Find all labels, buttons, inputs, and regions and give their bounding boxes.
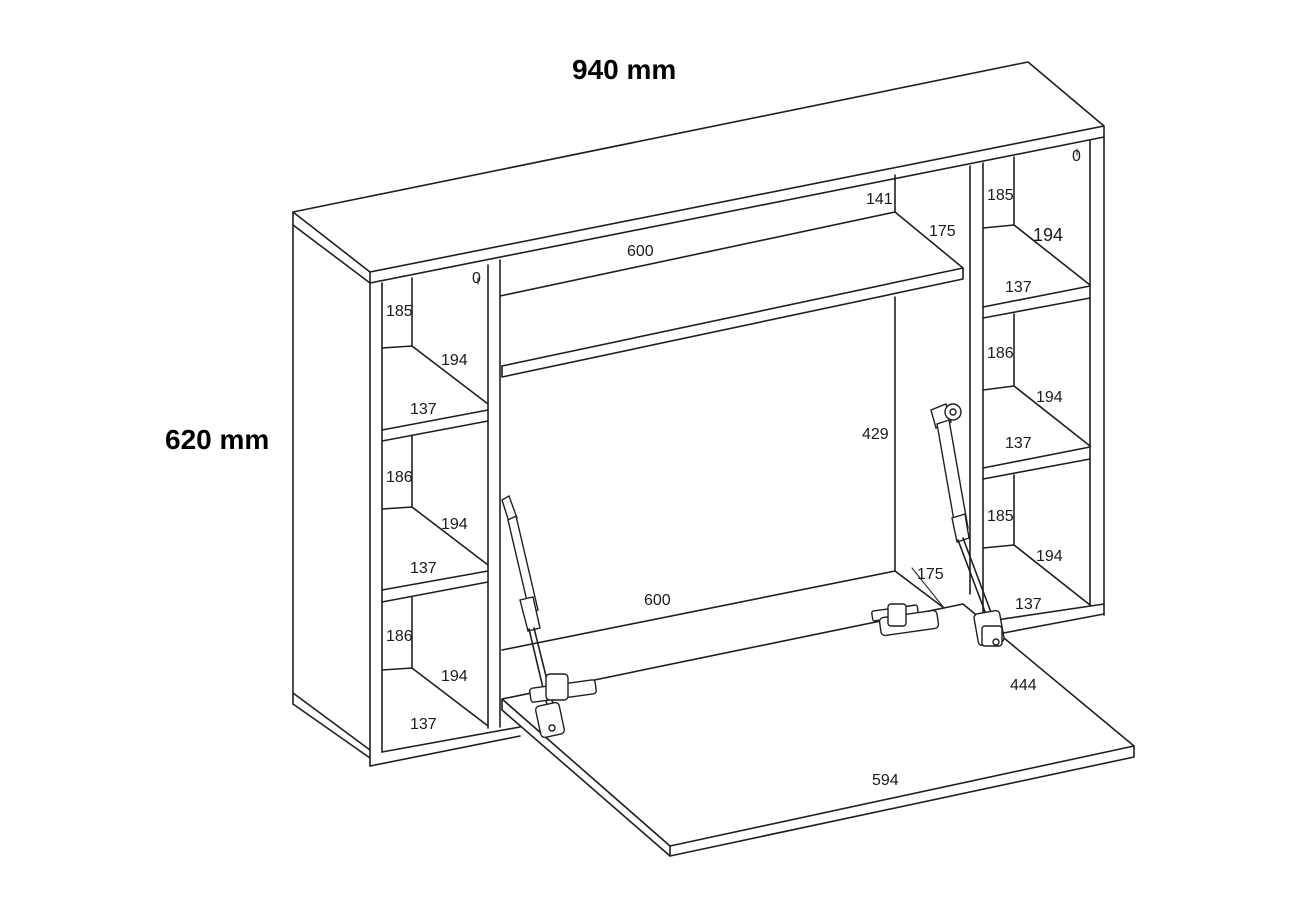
left-cubby-2-height: 186 [386,469,413,486]
right-cubby-3-height: 185 [987,508,1014,525]
center-hinge [871,603,940,637]
top-board [292,61,1105,284]
left-cubby-3-height: 186 [386,628,413,645]
right-cubby-2-height: 186 [987,345,1014,362]
flap-width-label: 594 [872,772,899,789]
overall-height-label: 620 mm [165,424,269,455]
right-cubby-1-width: 137 [1005,279,1032,296]
left-side-panel [292,224,521,767]
desk-back-cavity [501,296,945,651]
right-hinge [973,609,1005,647]
left-cubby-1-height: 185 [386,303,413,320]
desk-width-label: 600 [644,592,671,609]
overall-width-label: 940 mm [572,54,676,85]
top-shelf-height-label: 141 [866,191,893,208]
right-shelf-column [969,136,1105,635]
left-cubby-2-width: 137 [410,560,437,577]
top-shelf-width-label: 600 [627,243,654,260]
left-shelf-column [381,259,501,729]
central-top-shelf [499,174,964,378]
right-cubby-3-width: 137 [1015,596,1042,613]
left-top-zero-label: 0 [472,270,481,287]
desk-depth-label: 175 [917,566,944,583]
flap-depth-label: 444 [1010,677,1037,694]
left-cubby-1-width: 137 [410,401,437,418]
left-cubby-3-depth: 194 [441,668,468,685]
left-cubby-1-depth: 194 [441,352,468,369]
top-shelf-depth-label: 175 [929,223,956,240]
right-cubby-3-depth: 194 [1036,548,1063,565]
right-gas-strut [930,403,993,618]
left-cubby-3-width: 137 [410,716,437,733]
right-cubby-2-width: 137 [1005,435,1032,452]
desk-flap [501,603,1135,857]
right-top-zero-label: 0 [1072,148,1081,165]
right-cubby-1-height: 185 [987,187,1014,204]
left-hinge [529,673,597,739]
dimension-leaders [477,148,1078,609]
desk-height-label: 429 [862,426,889,443]
right-cubby-2-depth: 194 [1036,389,1063,406]
left-cubby-2-depth: 194 [441,516,468,533]
right-cubby-1-depth: 194 [1033,225,1063,245]
